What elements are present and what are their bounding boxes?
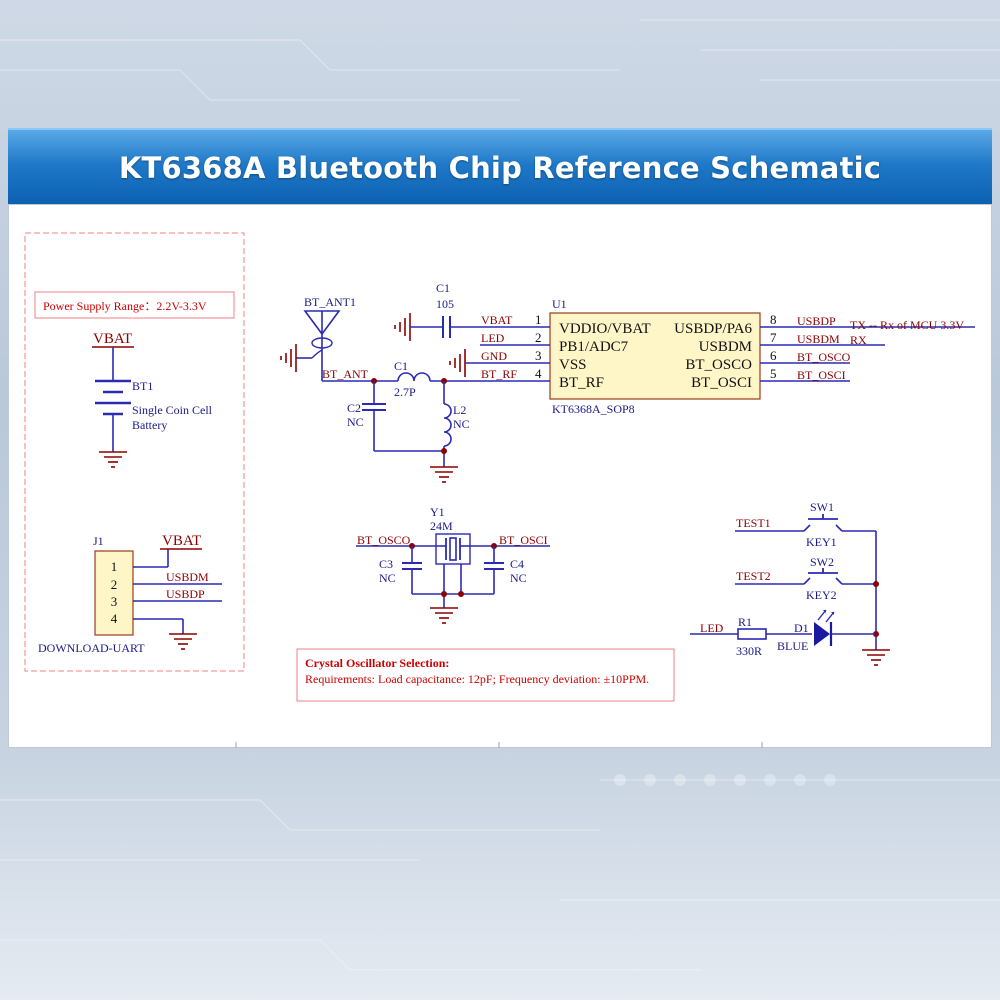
l2-value: NC <box>453 417 470 431</box>
pin3-name: VSS <box>559 357 587 373</box>
pin7-net: USBDM <box>797 332 840 346</box>
pin6-net: BT_OSCO <box>797 350 851 364</box>
pin4-net: BT_RF <box>481 367 517 381</box>
decoupling-cap-ref: C1 <box>436 281 450 295</box>
connector-pin-2: 2 <box>111 577 118 592</box>
pin5-name: BT_OSCI <box>691 375 752 391</box>
pin7-note: RX <box>850 333 867 347</box>
uart-connector: J1 1 2 3 4 VBAT USBDM USBDP DOWNLOAD-UAR… <box>38 533 222 655</box>
pin3-net: GND <box>481 349 507 363</box>
crystal-net-right: BT_OSCI <box>499 533 548 547</box>
battery-circuit: VBAT BT1 Single Coin Cell Battery <box>92 331 213 468</box>
pin6-name: BT_OSCO <box>685 357 752 373</box>
pin8-name: USBDP/PA6 <box>674 321 752 337</box>
crystal-ref: Y1 <box>430 505 445 519</box>
sw1-ref: SW1 <box>810 500 834 514</box>
connector-pin-1: 1 <box>111 559 118 574</box>
chip-u1: C1 105 U1 KT6368A_SOP8 1 2 3 4 VDDIO/VBA… <box>394 281 975 416</box>
pin2-num: 2 <box>535 330 542 345</box>
crystal-circuit: Y1 24M BT_OSCO BT_OSCI C3 NC C4 NC Cryst… <box>296 505 675 702</box>
crystal-net-left: BT_OSCO <box>357 533 411 547</box>
rf-inductor-ref: C1 <box>394 359 408 373</box>
antenna-net: BT_ANT <box>322 367 369 381</box>
pin1-name: VDDIO/VBAT <box>559 321 651 337</box>
sw2-ref: SW2 <box>810 555 834 569</box>
c2-ref: C2 <box>347 401 361 415</box>
d1-ref: D1 <box>794 621 809 635</box>
battery-desc-1: Single Coin Cell <box>132 403 213 417</box>
pin2-net: LED <box>481 331 505 345</box>
chip-body <box>549 312 761 400</box>
l2-ref: L2 <box>453 403 466 417</box>
pin1-net: VBAT <box>481 313 513 327</box>
led-net: LED <box>700 621 724 635</box>
sw1-label: KEY1 <box>806 535 837 549</box>
pin4-num: 4 <box>535 366 542 381</box>
c3-ref: C3 <box>379 557 393 571</box>
crystal-note-title: Crystal Oscillator Selection: <box>305 656 449 670</box>
page-title: KT6368A Bluetooth Chip Reference Schemat… <box>118 151 882 185</box>
schematic-sheet <box>8 204 992 748</box>
connector-net-usbdp: USBDP <box>166 587 205 601</box>
pin8-num: 8 <box>770 312 777 327</box>
crystal-value: 24M <box>430 519 453 533</box>
battery-ref: BT1 <box>132 379 153 393</box>
rf-inductor-value: 2.7P <box>394 385 416 399</box>
pin6-num: 6 <box>770 348 777 363</box>
connector-ref: J1 <box>93 534 104 548</box>
pin4-name: BT_RF <box>559 375 604 391</box>
c4-value: NC <box>510 571 527 585</box>
c4-ref: C4 <box>510 557 524 571</box>
keys-led-circuit: SW1 TEST1 KEY1 SW2 TEST2 KEY2 LED R1 330… <box>690 500 891 666</box>
connector-pin-3: 3 <box>111 594 118 609</box>
sw2-net: TEST2 <box>736 569 771 583</box>
connector-pin-4: 4 <box>111 611 118 626</box>
c2-value: NC <box>347 415 364 429</box>
crystal-note-text: Requirements: Load capacitance: 12pF; Fr… <box>305 672 649 686</box>
crystal-note-box <box>296 648 675 702</box>
pin7-num: 7 <box>770 330 777 345</box>
sw2-label: KEY2 <box>806 588 837 602</box>
r1-ref: R1 <box>738 615 752 629</box>
pin8-net: USBDP <box>797 314 836 328</box>
connector-name: DOWNLOAD-UART <box>38 641 145 655</box>
connector-vbat-label: VBAT <box>162 533 201 549</box>
title-banner: KT6368A Bluetooth Chip Reference Schemat… <box>8 128 992 206</box>
power-range-label: Power Supply Range：2.2V-3.3V <box>43 299 207 313</box>
pin1-num: 1 <box>535 312 542 327</box>
connector-body <box>94 550 134 636</box>
pin5-net: BT_OSCI <box>797 368 846 382</box>
chip-package: KT6368A_SOP8 <box>552 402 635 416</box>
battery-desc-2: Battery <box>132 418 167 432</box>
sw1-net: TEST1 <box>736 516 771 530</box>
connector-net-usbdm: USBDM <box>166 570 209 584</box>
vbat-label: VBAT <box>93 331 132 347</box>
chip-ref: U1 <box>552 297 567 311</box>
power-section-frame <box>24 232 245 672</box>
r1-value: 330R <box>736 644 762 658</box>
pin5-num: 5 <box>770 366 777 381</box>
decoupling-cap-value: 105 <box>436 297 454 311</box>
d1-color: BLUE <box>777 639 808 653</box>
pin8-note: TX -- Rx of MCU 3.3V <box>850 318 964 332</box>
pin2-name: PB1/ADC7 <box>559 339 629 355</box>
pin7-name: USBDM <box>699 339 752 355</box>
antenna-circuit: BT_ANT1 BT_ANT C1 2.7P C2 NC L2 NC <box>280 295 528 483</box>
pin3-num: 3 <box>535 348 542 363</box>
c3-value: NC <box>379 571 396 585</box>
power-range-box <box>34 291 235 319</box>
antenna-ref: BT_ANT1 <box>304 295 356 309</box>
